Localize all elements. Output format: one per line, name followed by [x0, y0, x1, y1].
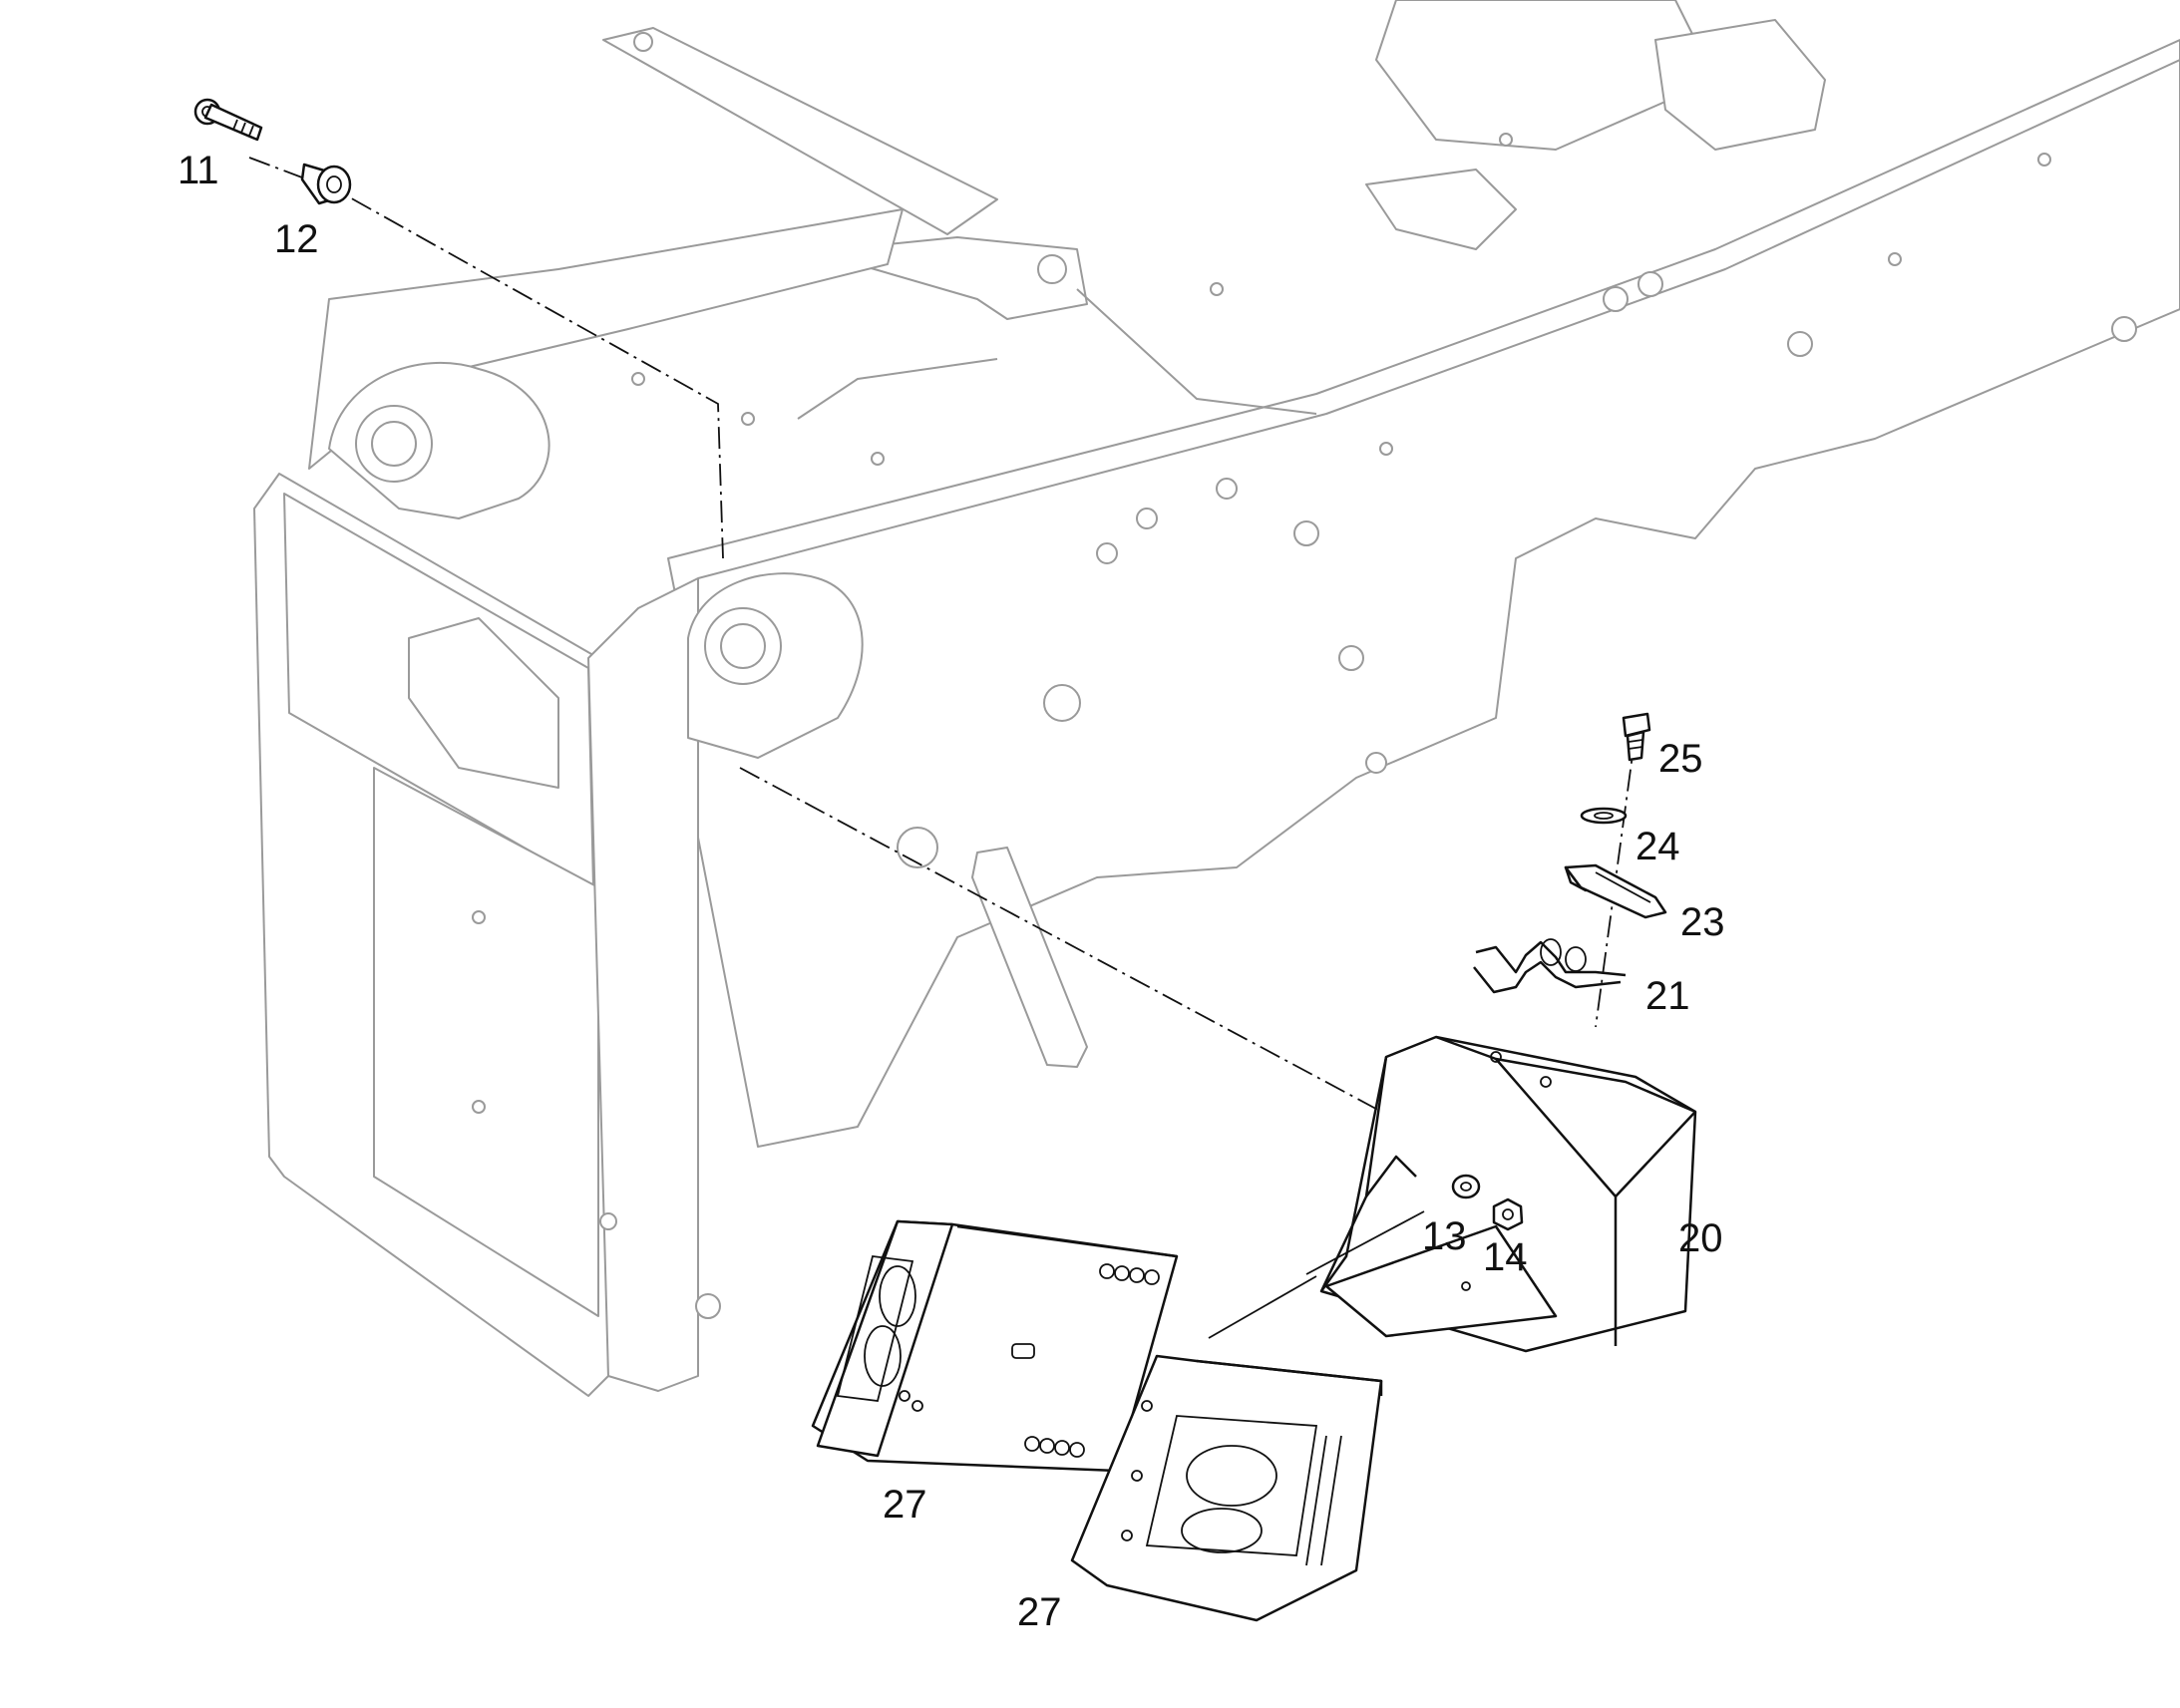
callout-14: 14	[1483, 1235, 1528, 1279]
callout-25: 25	[1658, 737, 1703, 781]
rear-lug	[1365, 169, 1517, 250]
washer-part-13	[1451, 1174, 1481, 1199]
front-side-body	[373, 767, 599, 1317]
callout-27-module-b: 27	[1017, 1590, 1062, 1634]
right-main-rail	[667, 39, 2180, 1148]
cover-part-20	[1319, 1035, 1697, 1353]
module-part-27b	[1070, 1354, 1383, 1622]
callout-27-module-a: 27	[883, 1483, 927, 1527]
module-part-27a	[811, 1219, 1179, 1473]
inner-opening	[408, 617, 559, 789]
spacer-part-12	[300, 163, 352, 205]
chassis-frame	[253, 0, 2180, 1397]
clip-plate-part-23	[1564, 863, 1667, 919]
rear-rail-top	[1375, 0, 1716, 151]
leader-line-13	[1305, 1210, 1425, 1275]
top-cross-member	[602, 27, 998, 235]
screw-part-25	[1622, 712, 1651, 762]
leader-line-27b	[1208, 1275, 1317, 1339]
bolt-part-11	[193, 98, 263, 142]
washer-part-24	[1580, 807, 1628, 825]
front-plate-right	[587, 577, 699, 1392]
rear-bracket	[1654, 19, 1826, 151]
callout-20: 20	[1678, 1216, 1723, 1260]
callout-13: 13	[1422, 1214, 1467, 1258]
wire-bracket-part-21	[1473, 938, 1627, 994]
callout-11: 11	[178, 149, 219, 192]
callout-21: 21	[1645, 974, 1690, 1018]
upper-bracket	[857, 236, 1088, 320]
nut-part-14	[1492, 1197, 1524, 1231]
callout-12: 12	[274, 217, 319, 261]
angled-bracket	[971, 847, 1088, 1068]
assembly-line-13-14	[739, 767, 1457, 1153]
callout-23: 23	[1680, 900, 1725, 944]
callout-24: 24	[1635, 825, 1680, 868]
assembly-line-11-12	[248, 157, 724, 559]
